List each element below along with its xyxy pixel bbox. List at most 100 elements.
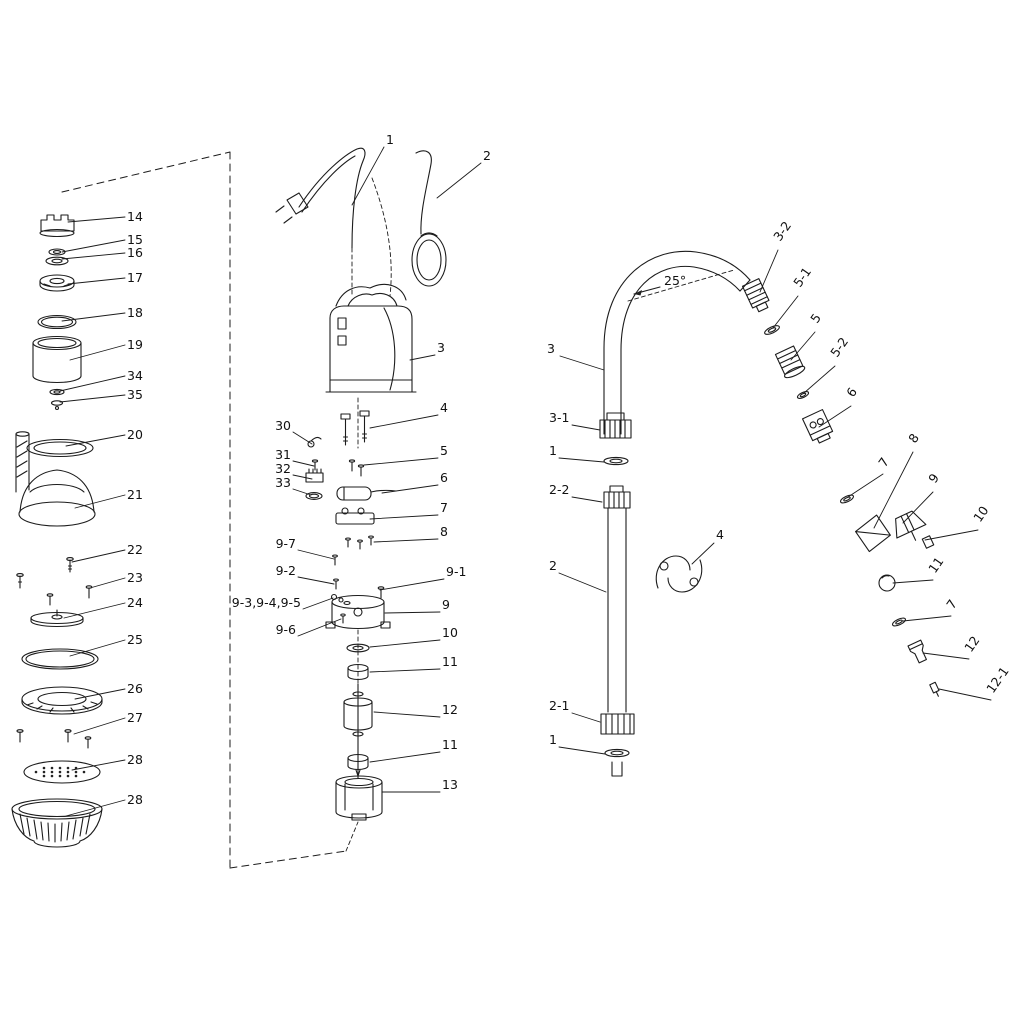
part-label-8: 8 bbox=[440, 524, 448, 539]
part-6-capacitor bbox=[336, 486, 397, 501]
part-9-bearing-housing bbox=[325, 594, 391, 630]
part-33-o-ring-small bbox=[305, 492, 323, 500]
pipe-stub bbox=[611, 761, 623, 777]
leader-line-9 bbox=[384, 611, 441, 614]
boundary-dashed-line bbox=[61, 151, 347, 869]
part-label-7: 7 bbox=[875, 455, 892, 470]
leader-line-34 bbox=[59, 375, 126, 392]
leader-line-33 bbox=[292, 488, 312, 496]
part-22-screws bbox=[16, 557, 74, 589]
part-15-washer bbox=[48, 248, 66, 256]
leader-line-1 bbox=[558, 746, 606, 755]
part-label-2-1: 2-1 bbox=[549, 698, 569, 713]
part-10-cap bbox=[921, 535, 935, 549]
part-9-1-screw bbox=[377, 586, 385, 599]
part-5-2-washer bbox=[796, 391, 810, 399]
part-label-12: 12 bbox=[442, 702, 458, 717]
part-label-9: 9 bbox=[442, 597, 450, 612]
leader-line-18 bbox=[61, 312, 126, 322]
part-label-7: 7 bbox=[943, 597, 960, 612]
part-6-valve-body bbox=[801, 409, 834, 444]
leader-line-14 bbox=[67, 216, 126, 223]
part-2-2-coupler bbox=[603, 485, 631, 509]
part-label-19: 19 bbox=[127, 337, 143, 352]
leader-line-15 bbox=[61, 239, 126, 253]
part-label-25°: 25° bbox=[664, 273, 686, 288]
part-label-35: 35 bbox=[127, 387, 143, 402]
part-label-30: 30 bbox=[275, 418, 291, 433]
leader-line-25 bbox=[69, 639, 126, 657]
leader-line-12 bbox=[373, 711, 441, 718]
part-label-2: 2 bbox=[549, 558, 557, 573]
part-labels-layer: 1415161718193435202122232425262728281234… bbox=[127, 132, 1012, 807]
part-label-12-1: 12-1 bbox=[983, 664, 1012, 696]
leader-line-3 bbox=[409, 354, 436, 361]
part-8-bracket bbox=[855, 514, 891, 553]
part-5-threaded-adapter bbox=[774, 345, 806, 379]
part-25-large-o-ring bbox=[21, 648, 99, 670]
leader-line-4 bbox=[691, 542, 715, 565]
leader-line-32 bbox=[292, 474, 313, 480]
leader-line-6 bbox=[818, 405, 852, 428]
leader-line-7 bbox=[369, 514, 439, 520]
part-12-nozzle bbox=[907, 639, 927, 664]
part-28-perforated-plate bbox=[23, 760, 101, 784]
leader-line-9-1 bbox=[379, 578, 445, 591]
leader-line-12-1 bbox=[938, 688, 992, 701]
part-19-cup-housing bbox=[32, 335, 82, 384]
part-label-25: 25 bbox=[127, 632, 143, 647]
leader-line-4 bbox=[369, 414, 439, 429]
leader-line-17 bbox=[67, 277, 126, 285]
leader-line-2 bbox=[558, 572, 607, 593]
part-17-impeller bbox=[39, 274, 75, 292]
part-label-11: 11 bbox=[442, 737, 458, 752]
part-32-terminal-block bbox=[305, 468, 324, 483]
part-14-castellated-cap bbox=[39, 214, 75, 238]
part-label-23: 23 bbox=[127, 570, 143, 585]
leader-line-9-6 bbox=[297, 618, 342, 637]
part-label-9-7: 9-7 bbox=[276, 536, 296, 551]
part-5-screws bbox=[348, 459, 365, 477]
part-9-spray-head bbox=[895, 510, 927, 541]
part-label-28: 28 bbox=[127, 752, 143, 767]
leader-line-27 bbox=[73, 717, 126, 735]
leader-line-16 bbox=[61, 252, 126, 260]
part-label-3: 3 bbox=[547, 341, 555, 356]
part-8-screws bbox=[345, 535, 374, 550]
part-label-9: 9 bbox=[925, 471, 942, 486]
hose-assembly bbox=[599, 250, 940, 777]
leader-line-26 bbox=[74, 688, 126, 700]
part-label-4: 4 bbox=[440, 400, 448, 415]
leader-line-2 bbox=[436, 162, 482, 199]
leader-line-31 bbox=[292, 460, 315, 467]
leader-line-28 bbox=[71, 759, 126, 771]
leader-line-6 bbox=[381, 484, 439, 494]
angle-annotation-arrow bbox=[627, 269, 735, 302]
part-27-screws bbox=[16, 729, 92, 749]
part-9-2-screw bbox=[333, 578, 339, 590]
part-label-31: 31 bbox=[275, 447, 291, 462]
part-9-7-screw bbox=[332, 554, 338, 566]
part-label-28: 28 bbox=[127, 792, 143, 807]
leader-line-3-2 bbox=[759, 249, 779, 293]
part-label-7: 7 bbox=[440, 500, 448, 515]
part-label-4: 4 bbox=[716, 527, 724, 542]
part-label-33: 33 bbox=[275, 475, 291, 490]
part-label-5: 5 bbox=[807, 311, 824, 326]
leader-line-12 bbox=[922, 652, 970, 660]
part-label-34: 34 bbox=[127, 368, 143, 383]
leader-line-9 bbox=[902, 491, 934, 524]
left-assembly bbox=[11, 151, 347, 869]
part-34-washer bbox=[49, 388, 65, 396]
part-3-1-hose-nut bbox=[599, 412, 632, 439]
part-label-1: 1 bbox=[549, 732, 557, 747]
part-label-22: 22 bbox=[127, 542, 143, 557]
part-1-washer-upper bbox=[603, 456, 629, 466]
part-7-terminal-plate bbox=[335, 507, 375, 525]
part-label-14: 14 bbox=[127, 209, 143, 224]
part-label-16: 16 bbox=[127, 245, 143, 260]
part-7-washer-lower bbox=[891, 617, 907, 627]
part-28-strainer-basket bbox=[11, 798, 103, 848]
